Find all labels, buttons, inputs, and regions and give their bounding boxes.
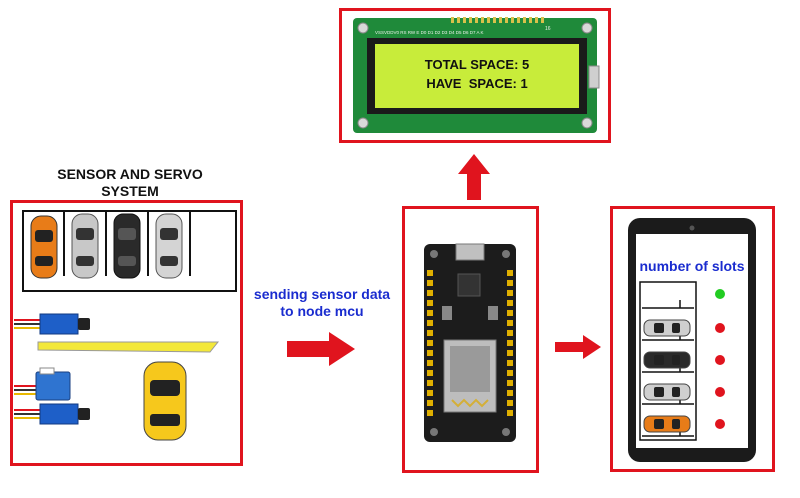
lcd-pin-label: VSSVDDV0 RS RW E D0 D1 D2 D3 D4 D5 D6 D7… bbox=[375, 30, 483, 35]
slot-row bbox=[642, 351, 725, 373]
servo-motor-icon bbox=[14, 367, 71, 401]
car-black-icon bbox=[113, 213, 141, 279]
sensor-system-illustration bbox=[14, 210, 237, 441]
arrow-right-icon bbox=[287, 332, 355, 366]
arrow-right-icon bbox=[555, 335, 601, 359]
car-yellow-icon bbox=[143, 361, 187, 441]
slot-row bbox=[642, 383, 725, 405]
link-label: sending sensor data to node mcu bbox=[246, 286, 398, 320]
slot-status-icon bbox=[715, 419, 725, 429]
slot-status-icon bbox=[715, 355, 725, 365]
car-silver-icon bbox=[155, 213, 183, 279]
sensor-system-title-line-2: SYSTEM bbox=[101, 183, 159, 199]
link-label-line-2: to node mcu bbox=[280, 303, 364, 319]
slot-row bbox=[642, 289, 725, 309]
nodemcu-board bbox=[424, 243, 516, 442]
slot-status-icon bbox=[715, 289, 725, 299]
ir-sensor-icon bbox=[14, 313, 90, 335]
lcd-line-1: TOTAL SPACE: 5 bbox=[425, 57, 530, 72]
car-orange-icon bbox=[30, 215, 58, 279]
slot-row bbox=[642, 415, 725, 437]
sensor-system-title: SENSOR AND SERVO SYSTEM bbox=[20, 166, 240, 200]
arrow-up-icon bbox=[458, 154, 490, 200]
car-silver-icon bbox=[71, 213, 99, 279]
slot-row bbox=[642, 319, 725, 341]
lcd-module: VSSVDDV0 RS RW E D0 D1 D2 D3 D4 D5 D6 D7… bbox=[353, 17, 600, 133]
link-label-line-1: sending sensor data bbox=[253, 286, 391, 302]
phone-slots-title: number of slots bbox=[639, 258, 745, 274]
ir-sensor-icon bbox=[14, 403, 90, 425]
car-silver-icon bbox=[643, 319, 691, 337]
car-black-icon bbox=[643, 351, 691, 369]
slot-status-icon bbox=[715, 387, 725, 397]
servo-barrier bbox=[37, 341, 220, 353]
lcd-pin-number: 16 bbox=[545, 26, 551, 32]
lcd-line-2: HAVE SPACE: 1 bbox=[426, 76, 527, 91]
sensor-system-title-line-1: SENSOR AND SERVO bbox=[57, 166, 203, 182]
slot-status-icon bbox=[715, 323, 725, 333]
car-silver-icon bbox=[643, 383, 691, 401]
car-orange-icon bbox=[643, 415, 691, 433]
